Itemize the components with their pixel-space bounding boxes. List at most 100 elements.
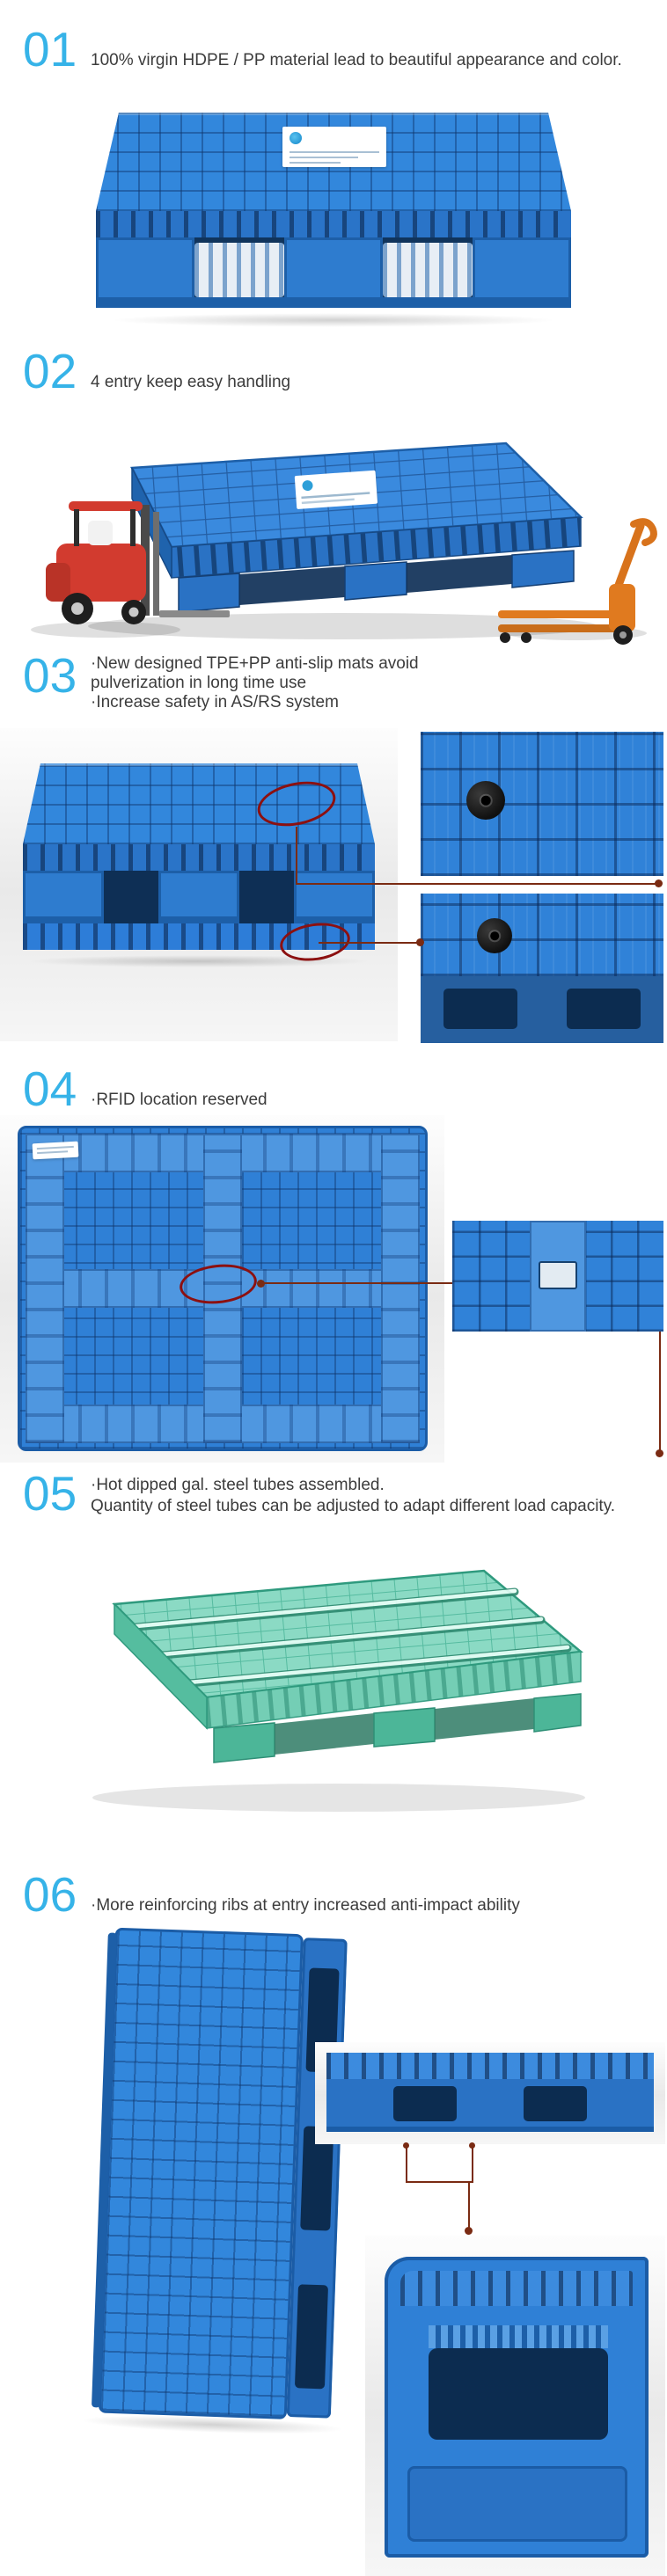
pallet-deck-face <box>98 1927 304 2419</box>
connector-line <box>472 2146 473 2181</box>
pallet-top-deck <box>23 763 375 844</box>
entry-corner-detail-photo <box>365 2236 665 2576</box>
label-text-line <box>290 151 379 153</box>
pallet-grid-closeup <box>421 732 663 876</box>
pallet-bottom-deck <box>23 923 375 950</box>
section-03-text-line-2: pulverization in long time use <box>91 674 307 692</box>
fork-entry-opening <box>294 2284 329 2390</box>
corner-top-slots <box>400 2271 633 2306</box>
rfid-slot <box>539 1261 577 1289</box>
pallet-foot <box>284 237 383 308</box>
fork-entry-opening <box>443 989 517 1029</box>
floor-shadow <box>92 1784 585 1812</box>
deck-stringer-band <box>26 1134 64 1443</box>
fork-entry-opening <box>194 243 284 297</box>
pallet-front-view-photo <box>96 113 571 329</box>
green-pallet-xray-render <box>92 1569 585 1812</box>
pallet-top-edge <box>23 844 375 871</box>
connector-line <box>468 2183 470 2229</box>
pallet-grid-closeup <box>421 894 663 976</box>
pallet-side-photo <box>0 728 398 1041</box>
deck-stringer-band <box>381 1134 420 1443</box>
connector-dot <box>403 2142 409 2149</box>
connector-line <box>406 2181 473 2183</box>
pallet-edge-closeup <box>421 976 663 1043</box>
brand-label-card <box>32 1141 79 1160</box>
connector-line <box>319 942 421 944</box>
mat-detail-photo-top <box>421 732 663 876</box>
connector-line <box>262 1282 452 1284</box>
connector-dot <box>655 879 663 887</box>
reinforced-entry-figure <box>0 1926 667 2576</box>
connector-dot <box>465 2227 473 2235</box>
section-03-text-line-3: ·Increase safety in AS/RS system <box>91 693 339 712</box>
pallet-shadow <box>26 955 371 967</box>
pallet-forklift-scene <box>31 441 657 645</box>
pallet-foot <box>158 871 239 923</box>
pallet-top-view-photo <box>0 1115 444 1463</box>
toy-forklift-illustration <box>31 501 230 638</box>
connector-dot <box>257 1280 265 1288</box>
section-05-text-line-2: Quantity of steel tubes can be adjusted … <box>91 1497 616 1515</box>
section-05-number: 05 <box>23 1466 77 1521</box>
mat-detail-photo-bottom <box>421 894 663 1043</box>
deck-stringer-band <box>203 1134 242 1443</box>
entry-opening <box>429 2348 608 2440</box>
pallet-side-profile-photo <box>315 2042 665 2144</box>
profile-top-deck <box>326 2053 654 2079</box>
label-text-line <box>290 162 341 164</box>
label-text-line <box>290 157 358 158</box>
pallet-foot <box>473 237 571 308</box>
fork-entry-opening <box>393 2086 457 2121</box>
brand-label-card <box>294 470 378 509</box>
label-text-line <box>36 1145 74 1150</box>
pallet-middle-openings <box>23 871 375 923</box>
vertical-pallet-photo <box>75 1927 361 2439</box>
hand-pallet-jack-illustration <box>498 518 657 645</box>
rfid-detail-photo <box>452 1221 663 1332</box>
connector-line <box>296 883 658 885</box>
connector-line <box>659 1332 661 1451</box>
section-04-text: ·RFID location reserved <box>91 1091 268 1109</box>
section-02-text: 4 entry keep easy handling <box>91 373 291 391</box>
rfid-figure <box>0 1115 667 1467</box>
connector-line <box>406 2146 407 2181</box>
pallet-foot <box>96 237 194 308</box>
connector-dot <box>656 1449 663 1457</box>
section-03-number: 03 <box>23 648 77 703</box>
label-text-line <box>37 1150 69 1155</box>
fork-entry-opening <box>567 989 641 1029</box>
fork-entry-opening <box>524 2086 587 2121</box>
section-06-text: ·More reinforcing ribs at entry increase… <box>91 1896 520 1915</box>
corner-bottom-foot <box>407 2466 627 2542</box>
green-pallet <box>112 1569 584 1763</box>
anti-slip-mat <box>477 918 512 953</box>
pallet-4way-entry-photo <box>0 413 667 653</box>
steel-tube-render-photo <box>0 1541 667 1831</box>
pallet-foot <box>294 871 375 923</box>
pallet-bottom-runner <box>96 297 571 308</box>
pallet-foot <box>23 871 104 923</box>
blue-pallet-perspective <box>130 441 583 613</box>
pallet-feet-row <box>96 237 571 308</box>
brand-label-card <box>282 127 386 167</box>
profile-feet-row <box>326 2079 654 2132</box>
anti-slip-mat <box>466 781 505 820</box>
connector-dot <box>416 938 424 946</box>
section-05-text-line-1: ·Hot dipped gal. steel tubes assembled. <box>91 1476 385 1494</box>
section-01-text: 100% virgin HDPE / PP material lead to b… <box>91 51 622 69</box>
section-03-text-line-1: ·New designed TPE+PP anti-slip mats avoi… <box>91 654 419 673</box>
brand-logo-mark <box>290 132 302 144</box>
pallet-top-deck-grid <box>18 1126 428 1451</box>
section-02-number: 02 <box>23 344 77 398</box>
floor-shadow <box>88 613 598 639</box>
pallet-corner-closeup <box>385 2257 649 2558</box>
anti-slip-mat-figure <box>0 728 667 1047</box>
steel-tubes <box>132 1587 572 1688</box>
reinforcing-ribs <box>429 2325 608 2348</box>
section-06-number: 06 <box>23 1867 77 1922</box>
section-01-number: 01 <box>23 22 77 77</box>
pallet-front-edge <box>96 211 571 237</box>
pallet-shadow <box>110 313 557 327</box>
